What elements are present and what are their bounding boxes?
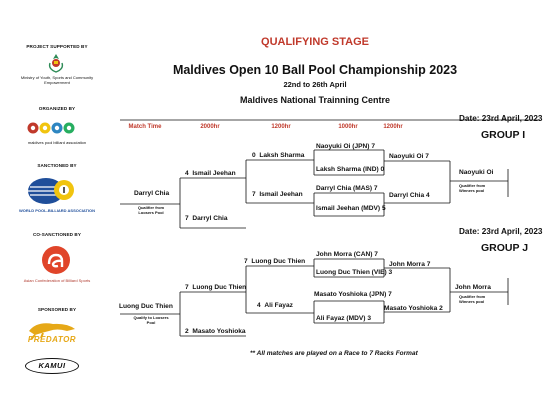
group-i-winner: Naoyuki Oi [459, 169, 494, 176]
group-i-r1-left-note: Qualifier from Loosers Pool [137, 205, 165, 215]
group-j-winner: John Morra [455, 284, 491, 291]
wpa-globe-logo-icon [26, 176, 76, 206]
group-i-date: Date: 23rd April, 2023 [459, 114, 543, 123]
group-j-r1-left-player: Luong Duc Thien [119, 303, 173, 310]
co-sanctioned-by-heading: CO-SANCTIONED BY [32, 232, 82, 237]
championship-title: Maldives Open 10 Ball Pool Championship … [172, 63, 458, 77]
group-i-r1-top: 4 Ismail Jeehan [185, 170, 236, 177]
group-j-r4-top: John Morra 7 [389, 261, 431, 268]
group-j-winner-note: Qualifier from Winners pool [459, 294, 486, 304]
acbs-logo-icon [41, 245, 71, 275]
column-round-1-time: 2000hr [200, 124, 220, 130]
group-j-r4-bottom: Masato Yoshioka 2 [384, 305, 443, 312]
organized-by-heading: ORGANIZED BY [38, 106, 76, 111]
group-j-label: GROUP J [481, 242, 529, 254]
group-j-date: Date: 23rd April, 2023 [459, 227, 543, 236]
group-i-r2-top: 0 Laksh Sharma [252, 152, 305, 159]
group-i-r3-b: Laksh Sharma (IND) 0 [316, 166, 385, 173]
group-i-r3-a: Naoyuki Oi (JPN) 7 [316, 143, 376, 150]
association-caption: maldives pool billiard association [27, 140, 87, 145]
group-j-r2-top: 7 Luong Duc Thien [244, 258, 306, 265]
group-i-r3-d: Ismail Jeehan (MDV) 5 [316, 205, 386, 212]
group-i-r1-left-player: Darryl Chia [134, 190, 170, 197]
group-i-r4-top: Naoyuki Oi 7 [389, 153, 429, 160]
group-j-r1-bottom: 2 Masato Yoshioka [185, 328, 246, 335]
group-j-r2-bottom: 4 Ali Fayaz [257, 302, 293, 309]
ministry-caption: Ministry of Youth, Sports and Community … [20, 75, 94, 85]
race-format-note: ** All matches are played on a Race to 7… [250, 350, 418, 357]
group-j-r1-left-note: Qualify to Loosers Pool [133, 315, 169, 325]
acbs-caption: Asian Confederation of Billiard Sports [23, 278, 91, 283]
group-i-label: GROUP I [481, 129, 526, 141]
project-supported-by-heading: PROJECT SUPPORTED BY [26, 44, 88, 49]
predator-wordmark: PREDATOR [27, 335, 77, 344]
group-j-r1-top: 7 Luong Duc Thien [185, 284, 247, 291]
group-i-r2-bottom: 7 Ismail Jeehan [252, 191, 303, 198]
sponsored-by-heading: SPONSORED BY [37, 307, 77, 312]
column-round-2-time: 1200hr [271, 124, 291, 130]
venue-name: Maldives National Trainning Centre [239, 95, 391, 105]
pool-balls-logo-icon [27, 118, 75, 138]
column-match-time: Match Time [128, 124, 162, 130]
group-i-r3-c: Darryl Chia (MAS) 7 [316, 185, 378, 192]
group-j-r3-c: Masato Yoshioka (JPN) 7 [314, 291, 392, 298]
column-round-3-time: 1000hr [338, 124, 358, 130]
group-i-winner-note: Qualifier from Winners pool [459, 183, 486, 193]
sanctioned-by-heading: SANCTIONED BY [37, 163, 77, 168]
predator-logo-icon [23, 319, 81, 347]
group-j-r3-d: Ali Fayaz (MDV) 3 [316, 315, 371, 322]
group-i-r4-bottom: Darryl Chia 4 [389, 192, 430, 199]
kamui-logo: KAMUI [25, 358, 79, 374]
wpa-caption: WORLD POOL-BILLIARD ASSOCIATION [19, 208, 95, 213]
championship-dates: 22nd to 26th April [283, 80, 347, 89]
stage-title: QUALIFYING STAGE [261, 36, 369, 48]
group-i-r1-bottom: 7 Darryl Chia [185, 215, 228, 222]
column-round-4-time: 1200hr [383, 124, 403, 130]
group-j-r3-b: Luong Duc Thien (VIE) 3 [316, 269, 393, 276]
ministry-emblem-icon [47, 53, 65, 73]
group-j-r3-a: John Morra (CAN) 7 [316, 251, 378, 258]
